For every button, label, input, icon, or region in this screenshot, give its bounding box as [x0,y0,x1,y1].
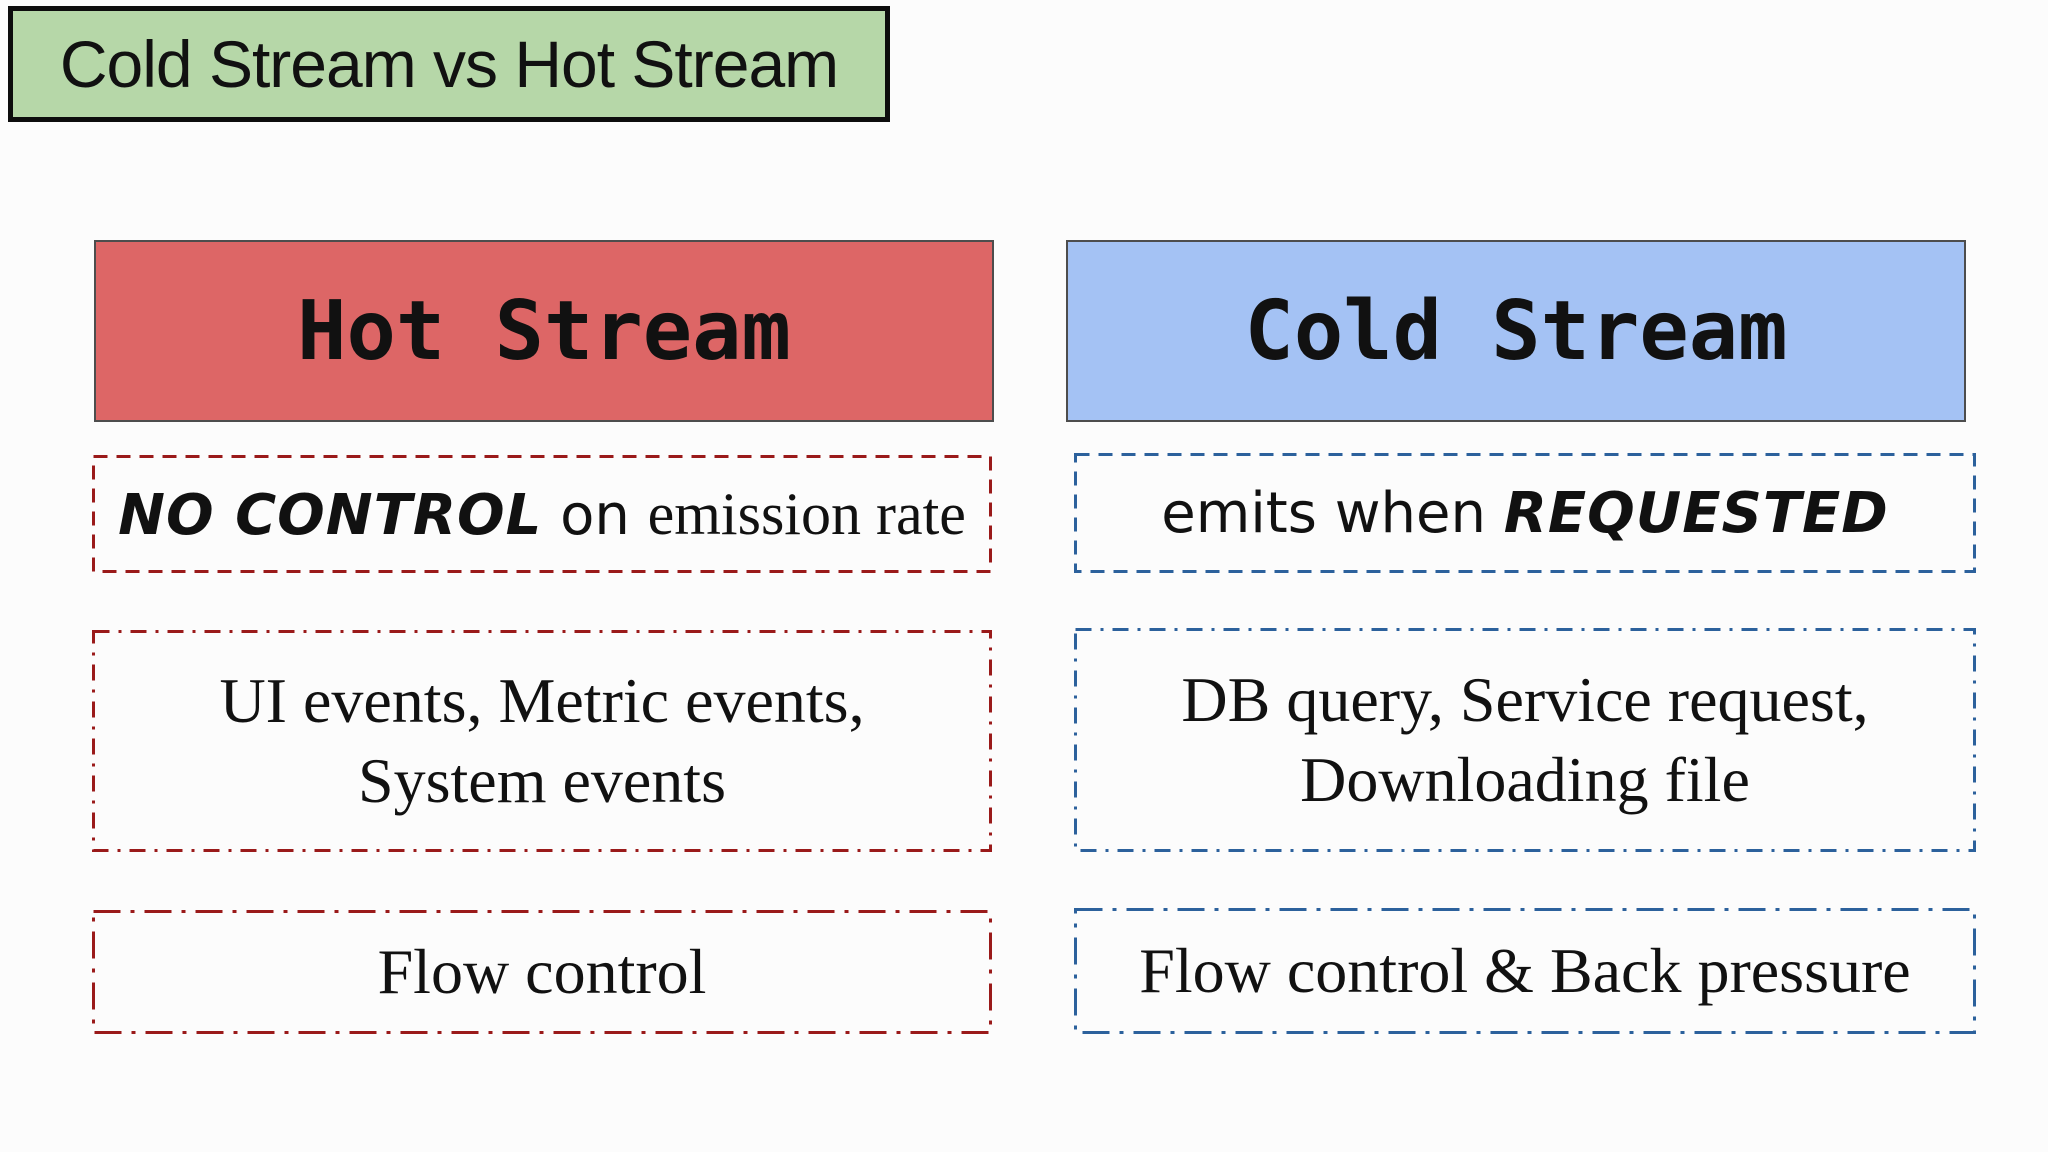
cold-emission-box: emits when REQUESTED [1074,453,1976,573]
cold-emission-sans-text: emits when [1161,480,1504,546]
cold-emission-marker-text: REQUESTED [1503,480,1889,546]
hot-examples-line2: System events [358,745,726,816]
title-box: Cold Stream vs Hot Stream [8,6,890,122]
hot-stream-header-label: Hot Stream [297,283,791,379]
cold-examples-line1: DB query, Service request, [1181,664,1869,735]
hot-emission-sans-text: on [542,482,648,548]
hot-stream-header: Hot Stream [94,240,994,422]
hot-examples-line1: UI events, Metric events, [219,665,865,736]
cold-stream-header-label: Cold Stream [1244,283,1788,379]
hot-flow-control-label: Flow control [377,936,707,1007]
cold-flow-control-label: Flow control & Back pressure [1139,935,1911,1006]
hot-flow-control-box: Flow control [92,910,992,1034]
hot-emission-marker-text: NO CONTROL [118,482,543,548]
cold-flow-control-box: Flow control & Back pressure [1074,908,1976,1034]
cold-examples-line2: Downloading file [1300,744,1750,815]
cold-stream-header: Cold Stream [1066,240,1966,422]
hot-examples-box: UI events, Metric events, System events [92,630,992,852]
hot-emission-box: NO CONTROL on emission rate [92,455,992,573]
hot-emission-serif-text: emission rate [647,480,966,547]
cold-examples-box: DB query, Service request, Downloading f… [1074,628,1976,852]
page-title: Cold Stream vs Hot Stream [59,27,839,101]
